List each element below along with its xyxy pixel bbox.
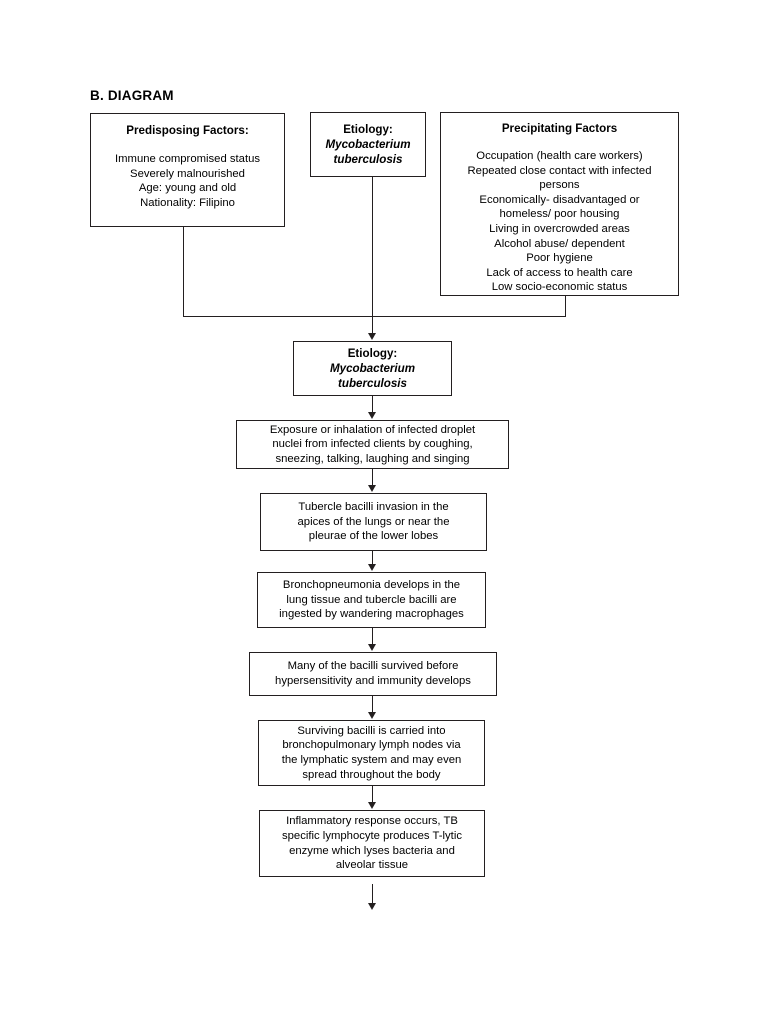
connector-predisposing-stem [183, 227, 184, 316]
arrowhead-to-survival [368, 644, 376, 651]
arrowhead-to-invasion [368, 485, 376, 492]
connector-invasion-to-bronchopneumonia [372, 551, 373, 566]
connector-etiology-to-exposure [372, 396, 373, 413]
arrowhead-to-lymph [368, 712, 376, 719]
step-inflammatory-body: Inflammatory response occurs, TB specifi… [282, 815, 462, 872]
box-step-exposure: Exposure or inhalation of infected dropl… [236, 420, 509, 469]
arrowhead-terminal [368, 903, 376, 910]
box-step-survival: Many of the bacilli survived before hype… [249, 652, 497, 696]
connector-terminal [372, 884, 373, 905]
box-precipitating-factors: Precipitating Factors Occupation (health… [440, 112, 679, 296]
connector-precipitating-stem [565, 296, 566, 316]
connector-lymph-to-inflammatory [372, 786, 373, 803]
step-lymph-body: Surviving bacilli is carried into bronch… [281, 724, 462, 781]
arrowhead-to-bronchopneumonia [368, 564, 376, 571]
box-step-inflammatory: Inflammatory response occurs, TB specifi… [259, 810, 485, 877]
precipitating-factors-body: Occupation (health care workers) Repeate… [467, 150, 652, 294]
step-invasion-body: Tubercle bacilli invasion in the apices … [297, 501, 450, 543]
etiology-main-heading: Etiology: [347, 347, 398, 360]
page-title: B. DIAGRAM [90, 88, 174, 103]
predisposing-factors-heading: Predisposing Factors: [126, 124, 249, 137]
step-exposure-body: Exposure or inhalation of infected dropl… [269, 423, 476, 465]
step-bronchopneumonia-body: Bronchopneumonia develops in the lung ti… [279, 579, 464, 621]
predisposing-factors-body: Immune compromised status Severely malno… [114, 153, 261, 209]
arrowhead-to-etiology-main [368, 333, 376, 340]
etiology-main-scientific-name: Mycobacterium tuberculosis [329, 362, 416, 390]
box-step-lymph: Surviving bacilli is carried into bronch… [258, 720, 485, 786]
precipitating-factors-heading: Precipitating Factors [501, 122, 618, 135]
box-predisposing-factors: Predisposing Factors: Immune compromised… [90, 113, 285, 227]
connector-bronchopneumonia-to-survival [372, 628, 373, 645]
arrowhead-to-inflammatory [368, 802, 376, 809]
step-survival-body: Many of the bacilli survived before hype… [275, 660, 471, 687]
box-step-invasion: Tubercle bacilli invasion in the apices … [260, 493, 487, 551]
connector-exposure-to-invasion [372, 469, 373, 486]
connector-survival-to-lymph [372, 696, 373, 713]
box-step-bronchopneumonia: Bronchopneumonia develops in the lung ti… [257, 572, 486, 628]
connector-etiology-top-to-main [372, 177, 373, 334]
etiology-top-heading: Etiology: [343, 123, 393, 136]
connector-precipitating-elbow [372, 316, 566, 317]
box-etiology-top: Etiology: Mycobacterium tuberculosis [310, 112, 426, 177]
arrowhead-to-exposure [368, 412, 376, 419]
connector-predisposing-elbow [183, 316, 373, 317]
box-etiology-main: Etiology: Mycobacterium tuberculosis [293, 341, 452, 396]
etiology-top-scientific-name: Mycobacterium tuberculosis [325, 138, 411, 166]
